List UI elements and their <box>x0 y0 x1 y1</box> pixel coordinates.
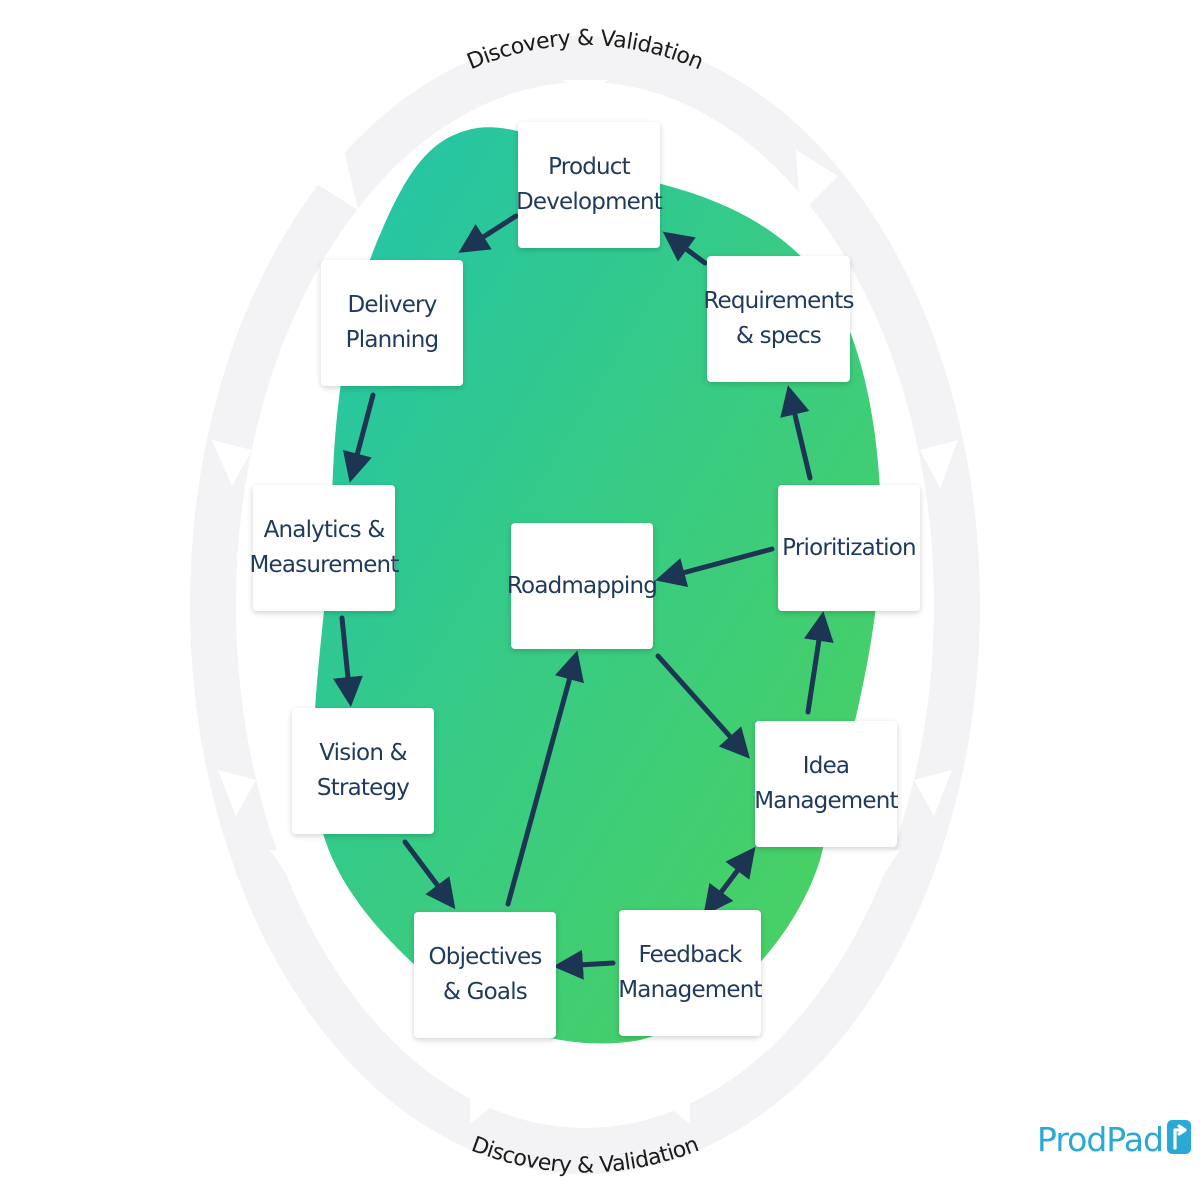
node-label-line: Delivery <box>347 292 437 318</box>
node-label-line: Requirements <box>703 288 854 314</box>
node-objectives-goals[interactable]: Objectives & Goals <box>414 912 556 1038</box>
arrow-feedback-idea-bidirectional <box>703 846 756 916</box>
arrow-roadmapping-to-idea <box>655 653 751 759</box>
arrow-prioritization-to-requirements <box>780 385 813 481</box>
node-label-line: Product <box>548 154 631 180</box>
arrow-analytics-to-vision <box>332 615 363 707</box>
ring-notch-bottom-far-left <box>470 1080 500 1124</box>
node-requirements-specs[interactable]: Requirements & specs <box>703 256 854 382</box>
node-label-line: Feedback <box>638 942 742 968</box>
node-label-line: Measurement <box>249 552 399 578</box>
node-roadmapping[interactable]: Roadmapping <box>507 523 658 649</box>
arrow-vision-to-objectives <box>402 839 456 910</box>
node-prioritization[interactable]: Prioritization <box>778 485 920 611</box>
flow-arrows <box>332 213 834 980</box>
ring-notch-left <box>212 440 252 486</box>
node-label-line: & Goals <box>442 979 528 1005</box>
ring-notch-bottom-left <box>270 850 318 880</box>
arrow-product-to-delivery <box>458 213 519 253</box>
node-vision-strategy[interactable]: Vision & Strategy <box>292 708 434 834</box>
arrow-objectives-to-roadmapping <box>505 650 584 907</box>
node-analytics-measurement[interactable]: Analytics & Measurement <box>249 485 399 611</box>
node-label-line: Planning <box>345 327 439 353</box>
node-label-line: Prioritization <box>782 534 916 561</box>
node-label-line: Management <box>618 977 762 1003</box>
outer-ring-band <box>190 36 980 1174</box>
ring-notch-upper-right <box>796 150 838 214</box>
node-label-line: Idea <box>802 753 850 779</box>
arrow-delivery-to-analytics <box>342 392 376 483</box>
ring-notch-top <box>562 80 608 100</box>
node-label-line: Management <box>754 788 898 814</box>
node-label-line: Analytics & <box>263 517 386 543</box>
brand-name: ProdPad <box>1037 1119 1164 1159</box>
ring-notch-upper-left <box>304 150 358 210</box>
ring-notch-bottom-far-right <box>660 1080 690 1124</box>
ring-notch-right <box>920 440 958 488</box>
ring-notch-lower-left <box>218 770 256 816</box>
node-label-line: Vision & <box>319 740 407 766</box>
arrow-feedback-to-objectives <box>553 949 616 980</box>
ring-notch-bottom-right <box>852 850 900 880</box>
arrow-idea-to-prioritization <box>804 611 834 715</box>
node-label-line: Objectives <box>428 944 542 970</box>
node-label-line: Development <box>515 189 663 215</box>
node-label-line: & specs <box>735 323 822 349</box>
ring-notch-lower-right <box>914 770 952 816</box>
prodpad-logo-icon <box>1166 1120 1191 1154</box>
brand-logo: ProdPad <box>1037 1117 1195 1161</box>
node-label-line: Strategy <box>316 775 410 801</box>
arrow-prioritization-to-roadmapping <box>655 546 775 588</box>
node-label-line: Roadmapping <box>506 572 658 599</box>
arrow-requirements-to-product <box>662 231 708 266</box>
